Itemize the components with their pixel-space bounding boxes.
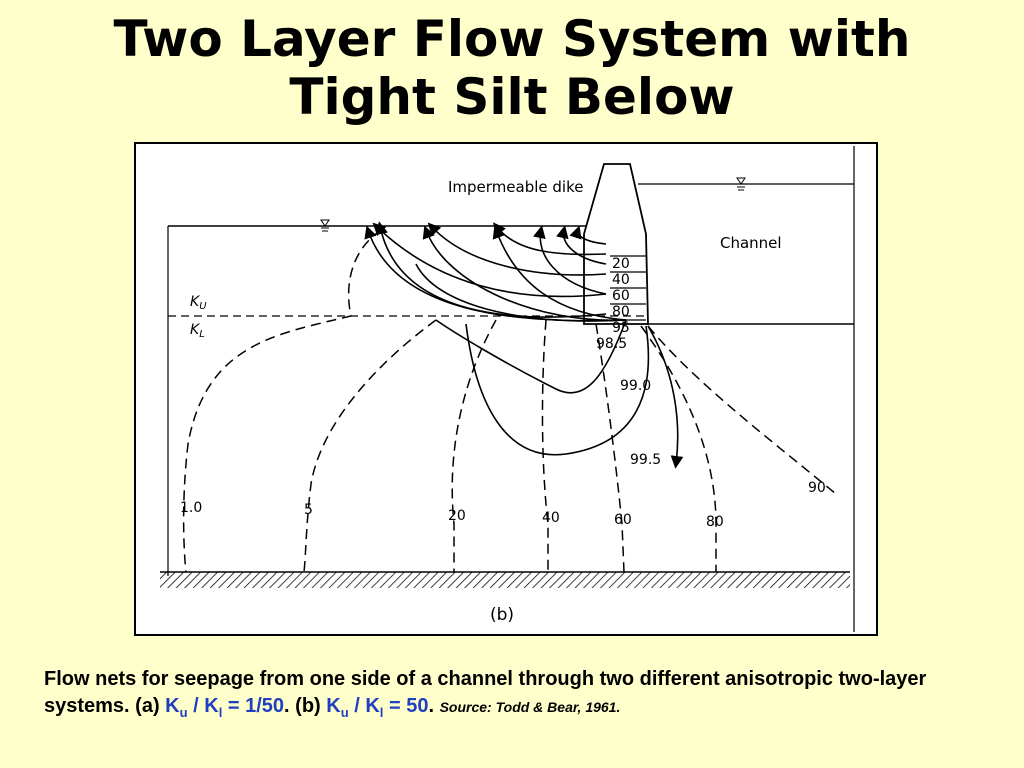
- stream-label-1-0: 1.0: [180, 500, 202, 516]
- caption-text-1: Flow nets for seepage from one side of a…: [44, 668, 927, 717]
- caption-text-2: . (b): [284, 695, 327, 717]
- kl-label: KL: [190, 322, 205, 340]
- water-level-icon: [320, 219, 330, 232]
- flow-net-diagram: Impermeable dike Channel KU KL (b) 20 40…: [160, 146, 855, 632]
- stream-label-20: 20: [448, 508, 466, 524]
- impervious-base: [160, 572, 850, 588]
- stream-label-40: 40: [542, 510, 560, 526]
- ratio-a: Ku / Kl = 1/50: [165, 695, 285, 720]
- title-line-2: Tight Silt Below: [289, 68, 735, 126]
- flow-lines: [364, 225, 684, 469]
- flow-net-figure: Impermeable dike Channel KU KL (b) 20 40…: [134, 142, 878, 636]
- dike-label: Impermeable dike: [448, 178, 583, 196]
- figure-caption: Flow nets for seepage from one side of a…: [44, 666, 984, 721]
- head-label-40: 40: [612, 272, 630, 288]
- caption-source: Source: Todd & Bear, 1961.: [439, 699, 621, 715]
- panel-label: (b): [490, 605, 514, 625]
- head-label-20: 20: [612, 256, 630, 272]
- head-label-95: 95: [612, 320, 630, 336]
- stream-label-60: 60: [614, 512, 632, 528]
- caption-text-3: .: [428, 695, 435, 717]
- title-line-1: Two Layer Flow System with: [113, 10, 911, 68]
- stream-label-80: 80: [706, 514, 724, 530]
- head-label-80: 80: [612, 304, 630, 320]
- head-label-60: 60: [612, 288, 630, 304]
- slide-title: Two Layer Flow System with Tight Silt Be…: [0, 10, 1024, 126]
- upper-streamlines: [372, 221, 607, 318]
- channel-label: Channel: [720, 234, 782, 252]
- ku-label: KU: [190, 294, 207, 312]
- equipotential-lines: [182, 229, 837, 573]
- head-label-99-5: 99.5: [630, 452, 661, 468]
- head-label-98-5: 98.5: [596, 336, 627, 352]
- impermeable-dike: [583, 163, 649, 325]
- head-label-99-0: 99.0: [620, 378, 651, 394]
- stream-label-5: 5: [304, 502, 313, 518]
- dike-head-ticks: [610, 255, 646, 321]
- stream-label-90: 90: [808, 480, 826, 496]
- ratio-b: Ku / Kl = 50: [326, 695, 429, 720]
- channel-water-level-icon: [736, 177, 746, 191]
